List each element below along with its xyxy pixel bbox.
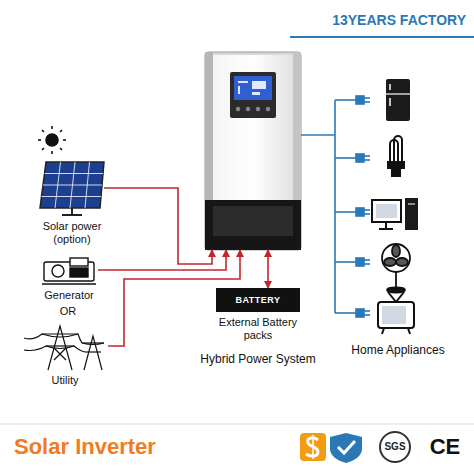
computer-icon <box>372 198 418 230</box>
inverter-unit <box>205 52 301 250</box>
or-note: OR <box>48 305 88 317</box>
inverter <box>205 52 301 250</box>
footer-rule <box>0 424 474 425</box>
banner-line <box>290 36 474 38</box>
sun-icon <box>38 126 66 154</box>
power-wire <box>98 250 226 270</box>
power-wire <box>104 188 212 264</box>
node-caption: Home Appliances <box>338 344 458 358</box>
fan-icon <box>382 244 410 293</box>
appliance-wiring <box>335 96 370 317</box>
power-wire <box>301 134 335 136</box>
generator-icon <box>42 258 96 284</box>
generator: Generator <box>40 255 98 285</box>
utility-tower-icon <box>24 326 104 370</box>
box-label: BATTERY <box>236 295 281 305</box>
appliance-group: Home Appliances <box>335 78 465 340</box>
node-caption: Utility <box>25 374 105 387</box>
battery-box: BATTERYExternal Battery packs <box>216 288 300 312</box>
tv-icon <box>378 292 414 334</box>
solar-panel-icon <box>40 162 104 215</box>
node-caption: Solar power (option) <box>30 220 114 245</box>
solar-panel: Solar power (option) <box>40 160 104 216</box>
factory-banner: 13YEARS FACTORY <box>290 12 466 28</box>
shield-logo <box>330 433 362 463</box>
sgs-mark: SGS <box>375 441 415 452</box>
trade-logo <box>300 433 326 461</box>
power-wire <box>267 250 269 288</box>
node-caption: Generator <box>29 289 109 302</box>
ce-mark: CE <box>423 434 467 460</box>
diagram-caption: Hybrid Power System <box>183 352 333 366</box>
node-caption: External Battery packs <box>218 316 298 341</box>
fridge-icon <box>386 79 410 121</box>
bulb-icon <box>388 136 404 176</box>
utility-grid: Utility <box>22 322 108 370</box>
footer-title: Solar Inverter <box>14 434 234 460</box>
